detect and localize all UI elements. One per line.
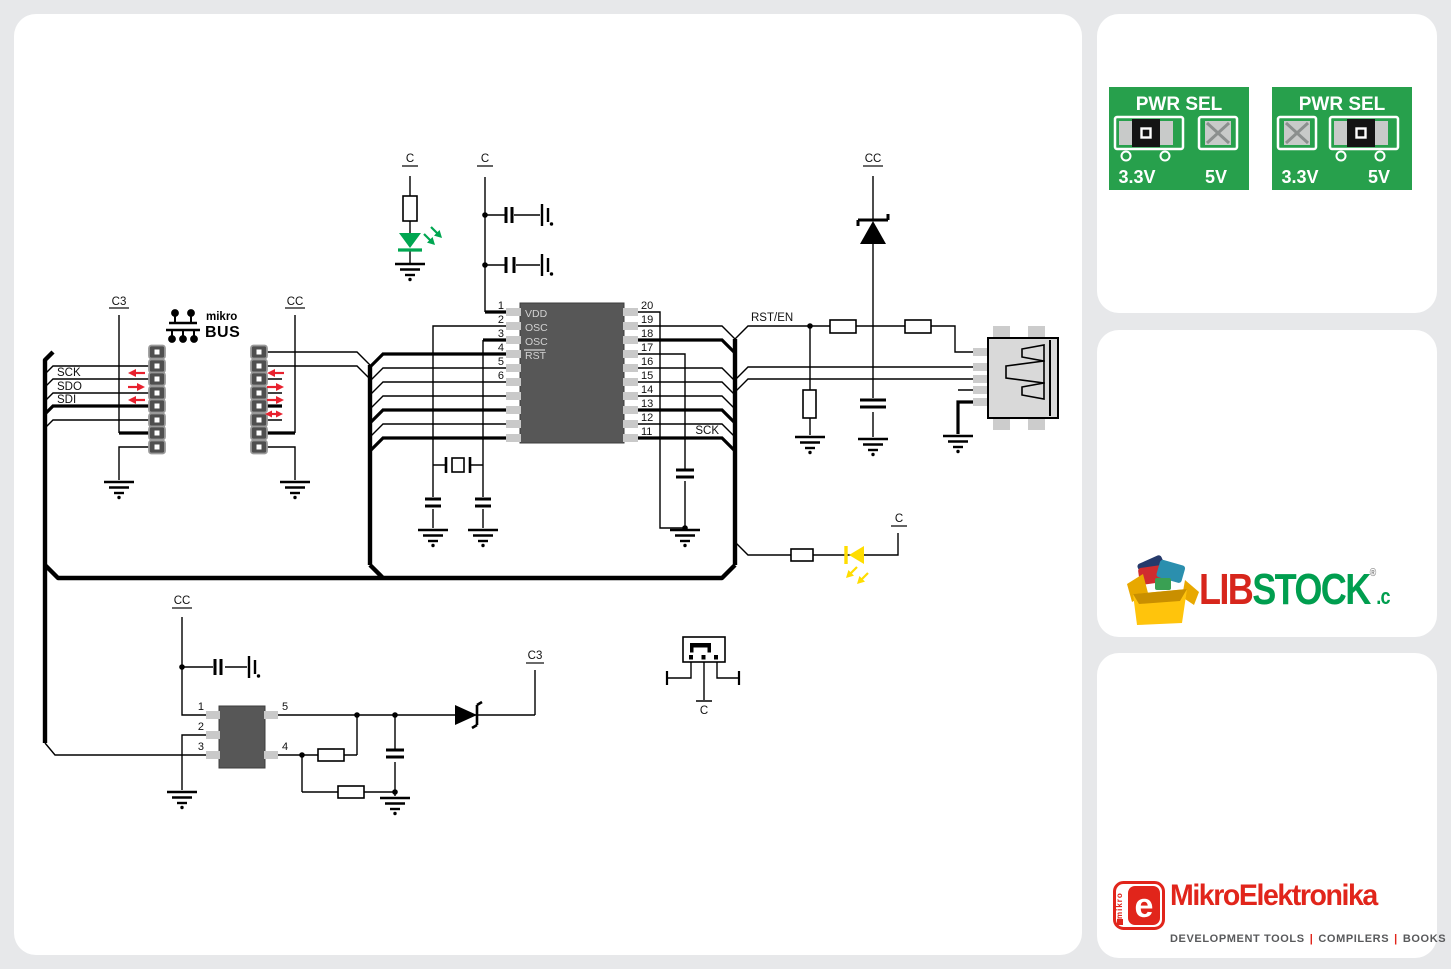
mikroe-tagline: DEVELOPMENT TOOLS | COMPILERS | BOOKS	[1170, 933, 1446, 945]
crystal	[444, 457, 472, 473]
svg-text:20: 20	[641, 300, 653, 312]
led-light-arrow-icon	[844, 565, 859, 580]
zener-diode	[856, 214, 890, 244]
svg-text:5: 5	[498, 356, 504, 368]
svg-text:15: 15	[641, 370, 653, 382]
net-label-c3: C3	[528, 650, 543, 662]
mikroe-e-icon: mikro e	[1113, 881, 1165, 930]
net-label-cc: CC	[287, 296, 304, 308]
voltage-regulator: 1 2 3 5 4	[198, 701, 288, 769]
pwr-sel-label: PWR SEL	[1299, 94, 1386, 115]
resistors	[317, 195, 932, 799]
mikrobus-header-left	[148, 344, 166, 455]
schematic-wires	[42, 176, 973, 796]
svg-text:14: 14	[641, 384, 653, 396]
yellow-led	[844, 546, 870, 586]
svg-text:13: 13	[641, 398, 653, 410]
mikroe-vertical-text: mikro	[1115, 892, 1124, 919]
registered-mark: ®	[1369, 567, 1377, 579]
svg-text:2: 2	[498, 314, 504, 326]
libstock-suffix-text: .c	[1376, 584, 1390, 609]
mikrobus-logo: mikro BUS	[166, 309, 240, 343]
mikrobus-header-right	[250, 344, 268, 455]
svg-text:5: 5	[282, 701, 288, 713]
libstock-lib-text: LIB	[1199, 565, 1254, 614]
pwr-sel-image-5v: PWR SEL 3.3V 5V	[1272, 87, 1412, 190]
ic-pin-label-osc2: OSC	[525, 336, 548, 348]
mikroe-panel: mikro e MikroElektronika DEVELOPMENT TOO…	[1097, 653, 1446, 958]
crystal-can-component	[665, 636, 741, 702]
net-labels: C3 CC C C CC C CC C3 C SCK SDO SDI RST/E…	[57, 153, 907, 717]
tagline-compilers: COMPILERS	[1318, 933, 1390, 945]
svg-text:18: 18	[641, 328, 653, 340]
svg-text:11: 11	[641, 426, 652, 438]
svg-text:4: 4	[498, 342, 504, 354]
svg-text:16: 16	[641, 356, 653, 368]
pwr-sel-panel: PWR SEL 3.3V 5V PWR SEL 3.3V 5V	[1097, 14, 1437, 313]
tagline-dev-tools: DEVELOPMENT TOOLS	[1170, 933, 1305, 945]
pwr-sel-option-3v3: 3.3V	[1118, 167, 1155, 187]
svg-text:6: 6	[498, 370, 504, 382]
junction-dots	[179, 212, 813, 795]
net-label-cc: CC	[174, 595, 191, 607]
ic-pads	[506, 308, 638, 442]
green-led	[398, 225, 444, 252]
mikrobus-logo-top-text: mikro	[206, 311, 237, 323]
usb-connector	[973, 326, 1059, 430]
led-light-arrow-icon	[422, 232, 437, 247]
circuit-schematic: VDD OSC OSC RST 1 2 3 4 5 6 20 19 18 17 …	[42, 153, 1059, 817]
signal-label-sck: SCK	[695, 425, 719, 437]
mikroe-logo: mikro e MikroElektronika DEVELOPMENT TOO…	[1113, 879, 1446, 945]
net-label-c: C	[406, 153, 414, 165]
ic-pin-label-vdd: VDD	[525, 308, 548, 320]
svg-text:1: 1	[498, 300, 504, 312]
tagline-books: BOOKS	[1402, 933, 1447, 945]
signal-label-sdo: SDO	[57, 381, 82, 393]
net-label-c3: C3	[112, 296, 127, 308]
svg-text:19: 19	[641, 314, 653, 326]
main-ic: VDD OSC OSC RST 1 2 3 4 5 6 20 19 18 17 …	[498, 300, 653, 444]
schematic-panel: VDD OSC OSC RST 1 2 3 4 5 6 20 19 18 17 …	[14, 14, 1082, 955]
led-light-arrow-icon	[855, 571, 870, 586]
led-light-arrow-icon	[429, 225, 444, 240]
ic-pin-label-rst: RST	[525, 350, 547, 362]
svg-text:2: 2	[198, 721, 204, 733]
svg-text:4: 4	[282, 741, 288, 753]
net-label-c: C	[481, 153, 489, 165]
libstock-box-icon	[1127, 555, 1199, 625]
net-label-c: C	[895, 513, 903, 525]
pwr-sel-label: PWR SEL	[1136, 94, 1223, 115]
net-label-c: C	[700, 705, 708, 717]
pwr-sel-option-5v: 5V	[1205, 167, 1227, 187]
pwr-sel-option-3v3: 3.3V	[1281, 167, 1318, 187]
signal-label-sck: SCK	[57, 367, 81, 379]
ic-pin-label-osc1: OSC	[525, 322, 548, 334]
jumper-block	[1132, 119, 1160, 147]
svg-text:1: 1	[198, 701, 204, 713]
libstock-stock-text: STOCK	[1252, 565, 1371, 614]
svg-text:12: 12	[641, 412, 653, 424]
jumper-block	[1347, 119, 1375, 147]
mikroe-e-letter: e	[1135, 887, 1154, 925]
mikrobus-logo-bottom-text: BUS	[205, 324, 240, 341]
svg-text:3: 3	[198, 741, 204, 753]
pwr-sel-image-3v3: PWR SEL 3.3V 5V	[1109, 87, 1249, 190]
capacitors	[213, 207, 886, 759]
ic-pin-numbers: 1 2 3 4 5 6 20 19 18 17 16 15 14 13 12 1…	[498, 300, 653, 438]
tagline-separator: |	[1309, 933, 1314, 945]
svg-text:17: 17	[641, 342, 653, 354]
tagline-separator: |	[1394, 933, 1398, 945]
schottky-diode	[455, 700, 483, 730]
svg-text:3: 3	[498, 328, 504, 340]
net-label-cc: CC	[865, 153, 882, 165]
signal-label-rst-en: RST/EN	[751, 312, 793, 324]
mikroe-title: MikroElektronika	[1170, 879, 1378, 912]
signal-label-sdi: SDI	[57, 394, 76, 406]
pwr-sel-option-5v: 5V	[1368, 167, 1390, 187]
